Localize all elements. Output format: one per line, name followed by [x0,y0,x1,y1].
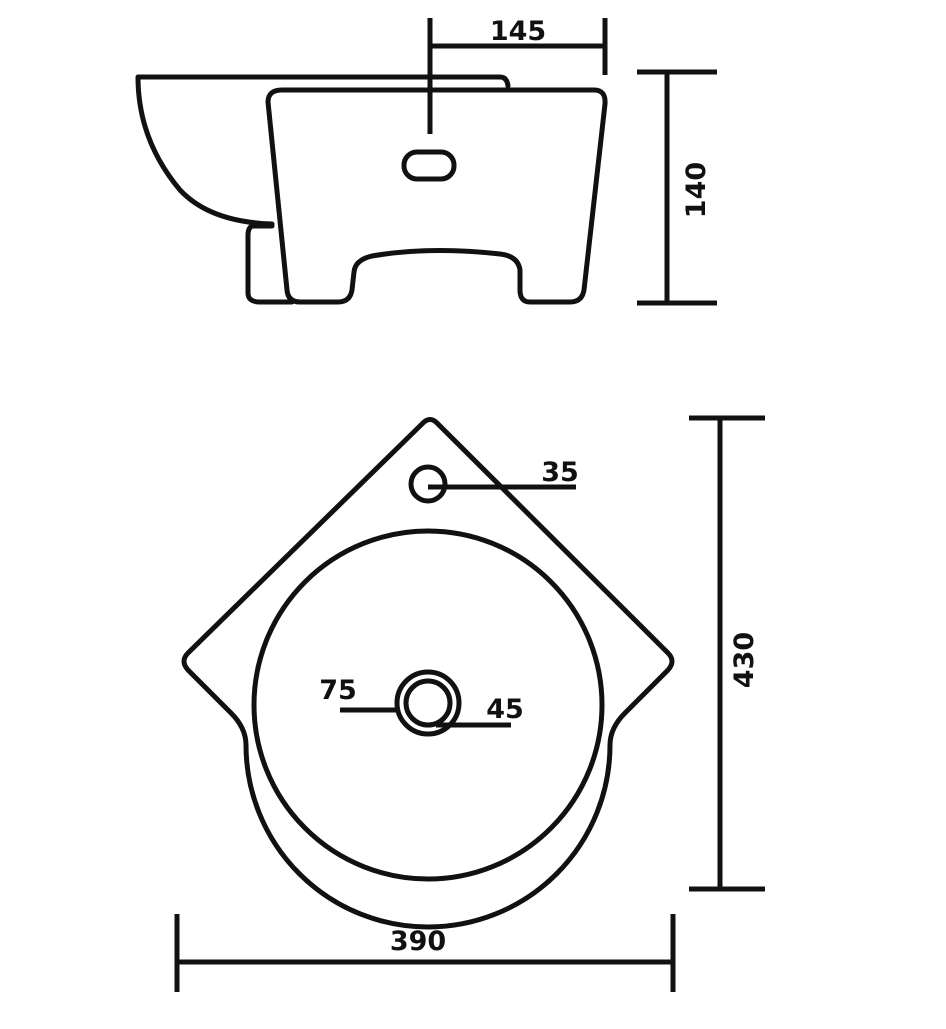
side-front-body [265,87,608,305]
height-label: 140 [681,162,712,218]
side-back-stub [245,223,295,305]
side-bowl-profile [135,74,511,227]
tap-offset-label: 145 [490,16,546,47]
depth-label: 430 [729,632,760,688]
waste-inner-label: 45 [486,694,524,725]
basin-outline [181,417,675,930]
overflow-slot [401,149,457,182]
width-label: 390 [390,926,446,957]
tap-hole [408,464,448,504]
side-elevation-view: 145 140 [135,16,717,306]
tap-hole-label: 35 [541,457,579,488]
waste-outer-ring [394,669,462,737]
waste-inner-ring [403,678,453,728]
waste-outer-label: 75 [319,675,357,706]
plan-view: 35 75 45 430 390 [174,415,765,992]
bowl-rim [251,528,605,882]
